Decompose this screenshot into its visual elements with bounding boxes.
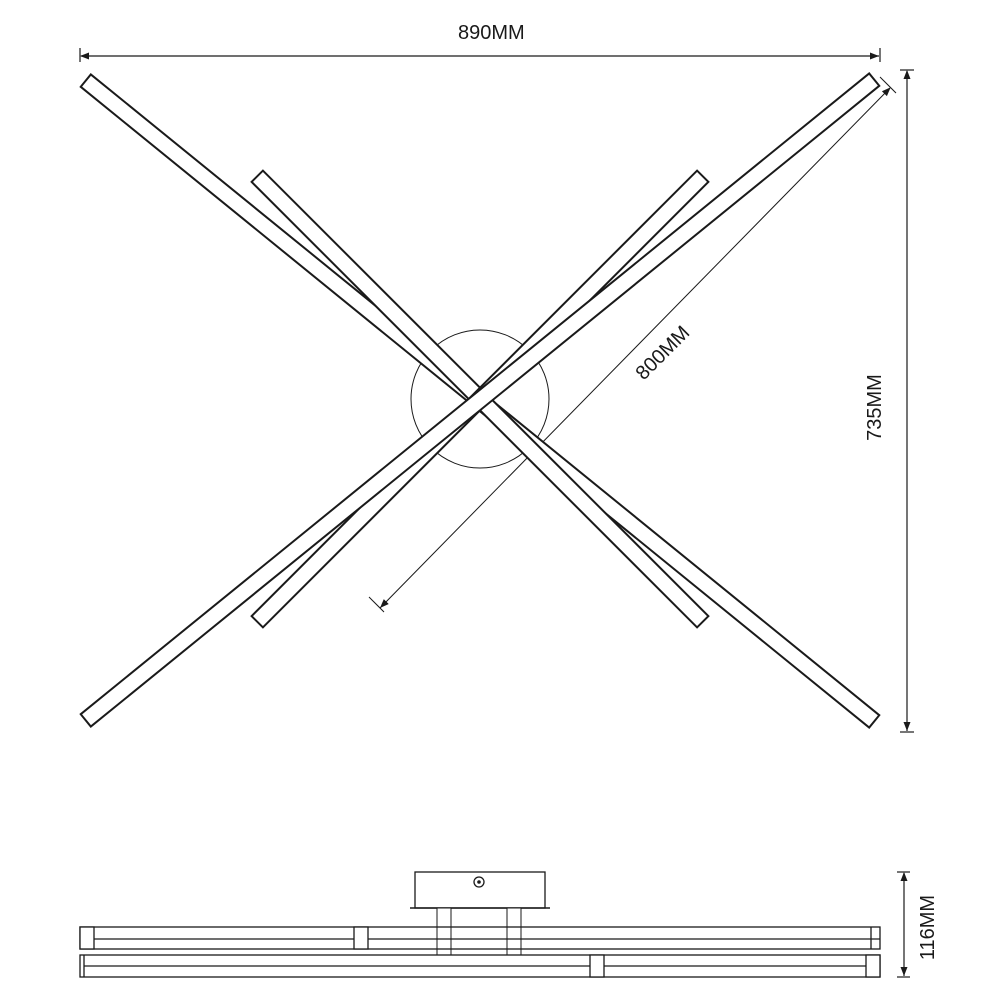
bar-length-dimension xyxy=(368,76,897,613)
height-dimension xyxy=(900,69,914,733)
depth-dimension xyxy=(897,871,910,978)
canopy xyxy=(414,871,546,909)
standoff-left xyxy=(436,907,452,956)
standoff-right xyxy=(506,907,522,956)
outer-bar-tr-bl xyxy=(79,72,881,728)
side-view xyxy=(79,871,881,978)
depth-label: 116MM xyxy=(917,894,940,961)
canopy-screw-icon xyxy=(473,876,485,888)
width-dimension xyxy=(79,48,881,62)
height-label: 735MM xyxy=(863,374,886,441)
canopy-circle xyxy=(410,329,550,469)
width-label: 890MM xyxy=(458,22,525,44)
